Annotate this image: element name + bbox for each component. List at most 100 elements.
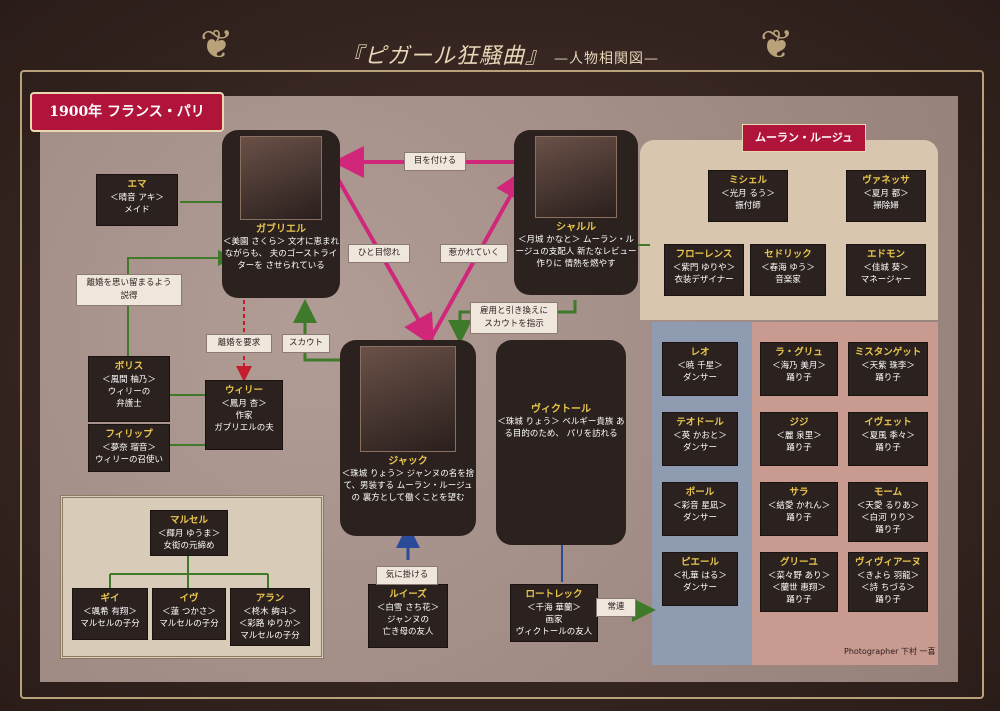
page-title: 『ピガール狂騒曲』—人物相関図— xyxy=(0,38,1000,70)
guy-name: ギイ xyxy=(100,593,120,604)
person-boris: ボリス ＜風間 柚乃＞ ウィリーの 弁護士 xyxy=(88,356,170,422)
willy-name: ウィリー xyxy=(224,385,263,396)
guy-role: マルセルの子分 xyxy=(80,619,140,629)
charles-desc-2: 新たなレビュー作りに xyxy=(536,247,637,269)
staff-edmond: エドモン ＜佳城 葵＞ マネージャー xyxy=(846,244,926,296)
char-victor: ヴィクトール ＜珠城 りょう＞ ベルギー貴族 ある目的のため、 パリを訪れる xyxy=(496,340,626,545)
dancer-viviane: ヴィヴィアーヌ ＜きよら 羽龍＞ ＜詩 ちづる＞ 踊り子 xyxy=(848,552,928,612)
victor-desc-1: ベルギー貴族 xyxy=(562,417,614,427)
flourish-right-icon: ❦ xyxy=(760,22,794,68)
gabriel-actor: ＜美園 さくら＞ xyxy=(223,237,286,247)
michel-name: ミシェル xyxy=(728,175,767,186)
dancer-pierre: ピエール ＜礼華 はる＞ ダンサー xyxy=(662,552,738,606)
louise-name: ルイーズ xyxy=(389,589,427,600)
theodore-actor: ＜英 かおと＞ xyxy=(673,431,727,441)
dancer-gigi: ジジ ＜麗 泉里＞ 踊り子 xyxy=(760,412,838,466)
person-yves: イヴ ＜蓮 つかさ＞ マルセルの子分 xyxy=(152,588,226,640)
philippe-actor: ＜夢奈 瑠音＞ xyxy=(102,443,156,453)
charles-photo xyxy=(535,136,617,218)
willy-actor: ＜鳳月 杏＞ xyxy=(221,399,267,409)
staff-michel: ミシェル ＜光月 るう＞ 振付師 xyxy=(708,170,788,222)
vanessa-name: ヴァネッサ xyxy=(862,175,910,186)
pierre-role: ダンサー xyxy=(682,583,717,593)
charles-desc-3: 情熱を燃やす xyxy=(564,259,616,269)
lautrec-name: ロートレック xyxy=(525,589,583,600)
dancer-leo: レオ ＜暁 千星＞ ダンサー xyxy=(662,342,738,396)
alain-actor-1: ＜柊木 絢斗＞ xyxy=(243,607,297,617)
flourish-left-icon: ❦ xyxy=(200,22,234,68)
charles-actor: ＜月城 かなと＞ xyxy=(518,235,581,245)
jacques-desc-3: 裏方として働くことを望む xyxy=(362,493,465,503)
alain-role: マルセルの子分 xyxy=(240,631,300,641)
person-alain: アラン ＜柊木 絢斗＞ ＜彩路 ゆりか＞ マルセルの子分 xyxy=(230,588,310,646)
dancer-paul: ポール ＜彩音 星凪＞ ダンサー xyxy=(662,482,738,536)
staff-cedric: セドリック ＜春海 ゆう＞ 音楽家 xyxy=(750,244,826,296)
maume-role: 踊り子 xyxy=(875,525,901,535)
willy-role-2: ガブリエルの夫 xyxy=(214,423,274,433)
boris-actor: ＜風間 柚乃＞ xyxy=(102,375,156,385)
louise-role-2: 亡き母の友人 xyxy=(382,627,434,637)
person-philippe: フィリップ ＜夢奈 瑠音＞ ウィリーの召使い xyxy=(88,424,170,472)
yvette-name: イヴェット xyxy=(864,417,912,428)
edmond-role: マネージャー xyxy=(860,275,912,285)
person-willy: ウィリー ＜鳳月 杏＞ 作家 ガブリエルの夫 xyxy=(205,380,283,450)
victor-actor: ＜珠城 りょう＞ xyxy=(497,417,560,427)
label-hire-1: 雇用と引き換えに xyxy=(479,306,548,316)
marcel-role: 女衒の元締め xyxy=(163,541,215,551)
yves-actor: ＜蓮 つかさ＞ xyxy=(162,607,216,617)
yvette-role: 踊り子 xyxy=(875,443,901,453)
florence-name: フローレンス xyxy=(675,249,733,260)
philippe-name: フィリップ xyxy=(105,429,153,440)
yves-role: マルセルの子分 xyxy=(159,619,219,629)
person-guy: ギイ ＜颯希 有翔＞ マルセルの子分 xyxy=(72,588,148,640)
lautrec-role-1: 画家 xyxy=(545,615,563,625)
lautrec-role-2: ヴィクトールの友人 xyxy=(515,627,593,637)
marcel-name: マルセル xyxy=(169,515,208,526)
florence-actor: ＜紫門 ゆりや＞ xyxy=(672,263,736,273)
maume-actor-1: ＜天愛 るりあ＞ xyxy=(856,501,920,511)
boris-role-1: ウィリーの xyxy=(107,387,151,397)
victor-desc-2: ある目的のため、 xyxy=(504,417,625,439)
dancer-la-goulue: ラ・グリュ ＜海乃 美月＞ 踊り子 xyxy=(760,342,838,396)
mistinguett-role: 踊り子 xyxy=(875,373,901,383)
label-love2: 惹かれていく xyxy=(440,244,508,263)
la-goulue-role: 踊り子 xyxy=(786,373,812,383)
pierre-name: ピエール xyxy=(680,557,719,568)
philippe-role: ウィリーの召使い xyxy=(94,455,163,465)
gigi-name: ジジ xyxy=(789,417,809,428)
grille-actor-2: ＜蘭世 惠翔＞ xyxy=(772,583,826,593)
title-main: 『ピガール狂騒曲』 xyxy=(340,44,548,69)
char-gabriel: ガブリエル ＜美園 さくら＞ 文才に恵まれながらも、 夫のゴーストライターを さ… xyxy=(222,130,340,298)
person-lautrec: ロートレック ＜千海 華蘭＞ 画家 ヴィクトールの友人 xyxy=(510,584,598,642)
cedric-actor: ＜春海 ゆう＞ xyxy=(761,263,815,273)
outer-frame xyxy=(20,70,984,699)
gigi-actor: ＜麗 泉里＞ xyxy=(776,431,822,441)
edmond-actor: ＜佳城 葵＞ xyxy=(863,263,909,273)
charles-name: シャルル xyxy=(556,222,596,233)
paul-actor: ＜彩音 星凪＞ xyxy=(673,501,727,511)
leo-role: ダンサー xyxy=(682,373,717,383)
emma-role: メイド xyxy=(124,205,150,215)
gabriel-desc-2: 夫のゴーストライターを xyxy=(237,249,338,271)
maume-name: モーム xyxy=(873,487,903,498)
cedric-name: セドリック xyxy=(764,249,812,260)
label-regular: 常連 xyxy=(596,598,636,617)
label-dissuade: 離婚を思い留まるよう 説得 xyxy=(76,274,182,306)
victor-desc-3: パリを訪れる xyxy=(566,429,618,439)
pierre-actor: ＜礼華 はる＞ xyxy=(673,571,727,581)
viviane-role: 踊り子 xyxy=(875,595,901,605)
lautrec-actor: ＜千海 華蘭＞ xyxy=(527,603,581,613)
dancer-theodore: テオドール ＜英 かおと＞ ダンサー xyxy=(662,412,738,466)
arrow-scout xyxy=(293,299,345,362)
sarah-name: サラ xyxy=(789,487,809,498)
photo-credit: Photographer 下村 一喜 xyxy=(844,647,936,656)
marcel-actor: ＜輝月 ゆうま＞ xyxy=(157,529,221,539)
moulin-rouge-title: ムーラン・ルージュ xyxy=(742,124,866,152)
jacques-desc-1: ジャンヌの名を捨て、男装する xyxy=(343,469,475,491)
mistinguett-name: ミスタンゲット xyxy=(854,347,922,358)
vanessa-actor: ＜夏月 都＞ xyxy=(863,189,909,199)
dancer-mistinguett: ミスタンゲット ＜天紫 珠李＞ 踊り子 xyxy=(848,342,928,396)
boris-role-2: 弁護士 xyxy=(116,399,142,409)
emma-name: エマ xyxy=(127,179,147,190)
